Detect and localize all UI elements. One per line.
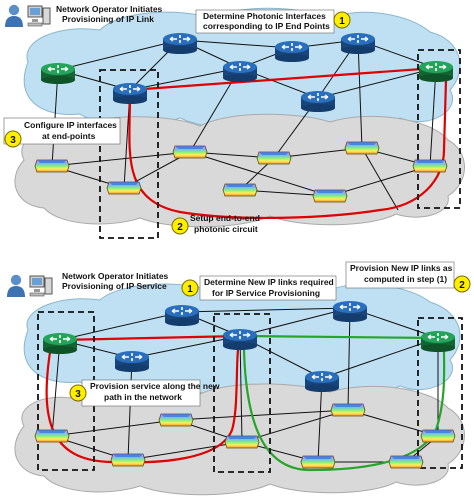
step-2-text: Provision New IP links as computed in st… bbox=[350, 263, 455, 284]
photonic-switch-icon bbox=[224, 435, 260, 449]
router-icon bbox=[274, 40, 310, 62]
step-2-badge: 2 bbox=[177, 222, 183, 233]
ip-links bbox=[59, 307, 439, 379]
user-icon bbox=[7, 274, 25, 297]
red-ip-link bbox=[128, 66, 448, 220]
photonic-switch-icon bbox=[110, 453, 146, 467]
step-3-text: Provision service along the new path in … bbox=[90, 381, 222, 402]
router-icon bbox=[40, 62, 76, 84]
vertical-links bbox=[51, 307, 439, 463]
green-ip-link bbox=[239, 334, 446, 472]
photonic-switch-icon bbox=[388, 455, 424, 469]
step-3: 3 Configure IP interfaces at end-points bbox=[3, 117, 121, 148]
photonic-switch-icon bbox=[420, 429, 456, 443]
photonic-switch-icon bbox=[34, 429, 70, 443]
photonic-switch-icon bbox=[330, 403, 366, 417]
photonic-switch-icon bbox=[172, 145, 208, 159]
photonic-switch-icon bbox=[300, 455, 336, 469]
router-icon bbox=[164, 304, 200, 326]
router-icon bbox=[420, 330, 456, 352]
panel-1: Network Operator Initiates Provisioning … bbox=[3, 4, 465, 239]
step-1: Determine Photonic Interfaces correspond… bbox=[195, 9, 351, 34]
endpoint-box-left bbox=[99, 69, 159, 239]
router-icon bbox=[340, 32, 376, 54]
user-icon bbox=[5, 4, 23, 28]
router-icon bbox=[332, 300, 368, 322]
red-service-path bbox=[45, 334, 241, 464]
photonic-switch-icon bbox=[222, 183, 258, 197]
step-3-text: Configure IP interfaces at end-points bbox=[24, 120, 119, 141]
step-3: 3 Provision service along the new path i… bbox=[69, 379, 222, 407]
panel-2: Network Operator Initiates Provisioning … bbox=[7, 261, 471, 496]
step-1-text: Determine New IP links required for IP S… bbox=[204, 277, 336, 298]
operator-label: Network Operator Initiates Provisioning … bbox=[62, 271, 171, 291]
router-icon bbox=[162, 32, 198, 54]
router-icon bbox=[112, 82, 148, 104]
step-2-text: Setup end-to-end photonic circuit bbox=[190, 213, 262, 234]
photonic-switch-icon bbox=[158, 413, 194, 427]
step-1-badge: 1 bbox=[187, 284, 193, 295]
photonic-switch-icon bbox=[34, 159, 70, 173]
router-icon bbox=[222, 60, 258, 82]
photonic-switch-icon bbox=[344, 141, 380, 155]
photonic-switch-icon bbox=[412, 159, 448, 173]
photonic-switch-icon bbox=[312, 189, 348, 203]
step-2: Provision New IP links as computed in st… bbox=[345, 261, 471, 293]
step-1-text: Determine Photonic Interfaces correspond… bbox=[203, 11, 330, 31]
step-3-badge: 3 bbox=[75, 389, 81, 400]
computer-icon bbox=[29, 275, 53, 297]
step-1: 1 Determine New IP links required for IP… bbox=[181, 275, 337, 301]
photonic-switch-icon bbox=[106, 181, 142, 195]
step-1-badge: 1 bbox=[339, 16, 345, 27]
computer-icon bbox=[27, 5, 51, 27]
step-2: 2 Setup end-to-end photonic circuit bbox=[171, 213, 262, 235]
router-icon bbox=[42, 332, 78, 354]
photonic-switch-icon bbox=[256, 151, 292, 165]
router-icon bbox=[418, 60, 454, 82]
step-2-badge: 2 bbox=[459, 280, 465, 291]
router-icon bbox=[114, 350, 150, 372]
operator-label: Network Operator Initiates Provisioning … bbox=[56, 4, 165, 24]
endpoint-box-right bbox=[417, 317, 463, 469]
router-icon bbox=[304, 370, 340, 392]
endpoint-box-right bbox=[417, 49, 461, 209]
step-3-badge: 3 bbox=[10, 135, 16, 146]
router-icon bbox=[300, 90, 336, 112]
router-icon bbox=[222, 328, 258, 350]
endpoint-box-middle bbox=[213, 313, 271, 473]
